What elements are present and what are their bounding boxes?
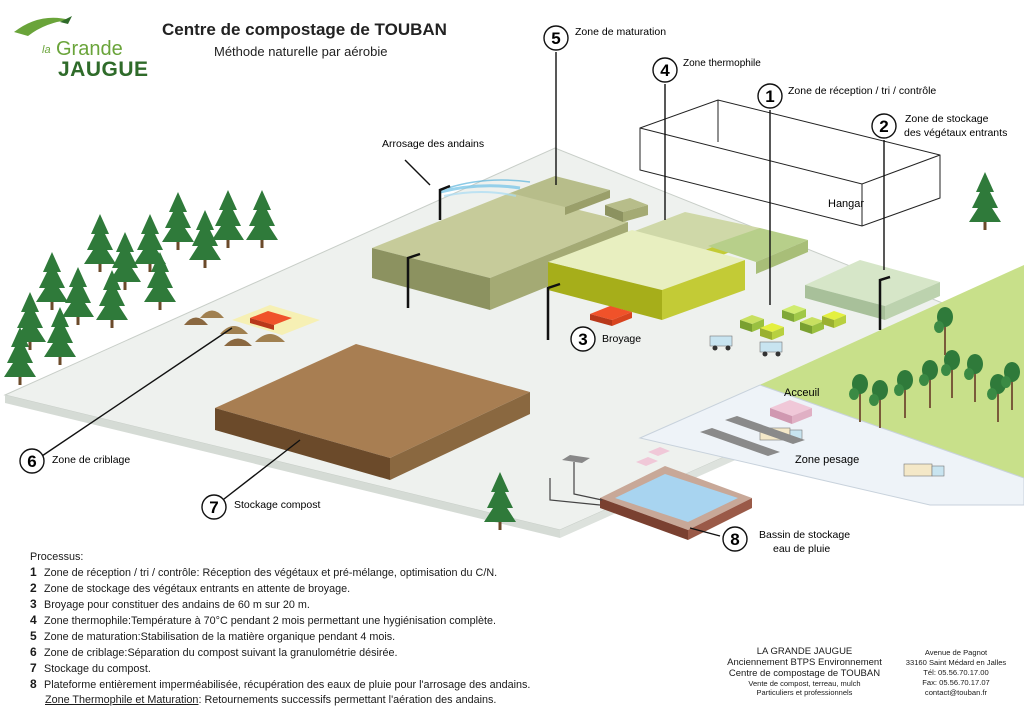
svg-text:6: 6 <box>27 452 36 471</box>
zone-label-2a: Zone de stockage <box>905 113 989 125</box>
zone-label-1: Zone de réception / tri / contrôle <box>788 85 936 97</box>
contact-info: Avenue de Pagnot 33160 Saint Médard en J… <box>896 648 1016 698</box>
zone-marker-1: 1 <box>757 83 783 109</box>
zone-marker-2: 2 <box>871 113 897 139</box>
posts <box>406 184 891 340</box>
email-link[interactable]: contact@touban.fr <box>924 688 988 697</box>
company-former: Anciennement BTPS Environnement <box>727 657 882 668</box>
logo-grande: Grande <box>56 38 123 60</box>
reception-building <box>770 400 812 424</box>
screening-area <box>184 305 320 346</box>
zone-label-7: Stockage compost <box>234 499 320 511</box>
phone: Tél: 05.56.70.17.00 <box>923 668 989 677</box>
svg-text:7: 7 <box>209 498 218 517</box>
company-name: LA GRANDE JAUGUE <box>756 646 853 657</box>
watering-label: Arrosage des andains <box>382 138 484 150</box>
zone-marker-6: 6 <box>19 448 45 474</box>
compost-storage <box>215 344 530 480</box>
hangar <box>639 99 941 227</box>
weighbridges <box>700 416 805 456</box>
callout-lines <box>35 52 885 537</box>
fax: Fax: 05.56.70.17.07 <box>922 678 990 687</box>
logo-la: la <box>42 44 51 56</box>
company-info: LA GRANDE JAUGUE Anciennement BTPS Envir… <box>712 646 897 697</box>
zone-label-8a: Bassin de stockage <box>759 529 850 541</box>
weighing-label: Zone pesage <box>795 454 859 466</box>
sprinkler-spray <box>439 179 531 197</box>
zone-marker-8: 8 <box>722 526 748 552</box>
company-centre: Centre de compostage de TOUBAN <box>728 668 881 679</box>
svg-text:1: 1 <box>765 87 774 106</box>
leaf-icon <box>14 16 72 36</box>
zone-marker-7: 7 <box>201 494 227 520</box>
reception-blocks <box>740 305 846 340</box>
pipes <box>549 462 603 506</box>
zone-marker-5: 5 <box>543 25 569 51</box>
thermophile-pile <box>548 212 808 320</box>
svg-text:5: 5 <box>551 29 560 48</box>
process-note: Zone Thermophile et Maturation: Retourne… <box>45 694 497 706</box>
page-title: Centre de compostage de TOUBAN <box>162 20 447 39</box>
reception-building-label: Acceuil <box>784 387 819 399</box>
zone-label-4: Zone thermophile <box>683 58 761 69</box>
platform-edge <box>5 395 560 538</box>
zone-label-5: Zone de maturation <box>575 26 666 38</box>
zone-label-2b: des végétaux entrants <box>904 127 1007 139</box>
logo-jaugue: JAUGUE <box>58 58 149 81</box>
page-subtitle: Méthode naturelle par aérobie <box>214 44 388 59</box>
company-line-2: Particuliers et professionnels <box>756 688 853 697</box>
zone-marker-4: 4 <box>652 57 678 83</box>
hangar-label: Hangar <box>828 198 864 210</box>
address-2: 33160 Saint Médard en Jalles <box>905 658 1007 667</box>
logo: la Grande JAUGUE <box>10 10 152 81</box>
rainwater-basin <box>562 447 752 540</box>
svg-text:4: 4 <box>660 61 670 80</box>
zone-label-3: Broyage <box>602 333 641 345</box>
shredder <box>590 306 632 326</box>
svg-text:3: 3 <box>578 330 587 349</box>
process-heading: Processus: <box>30 551 84 563</box>
incoming-storage <box>805 260 940 320</box>
company-line-1: Vente de compost, terreau, mulch <box>748 679 861 688</box>
zone-label-6: Zone de criblage <box>52 454 130 466</box>
zone-label-8b: eau de pluie <box>773 543 830 555</box>
svg-text:2: 2 <box>879 117 888 136</box>
address-1: Avenue de Pagnot <box>924 648 988 657</box>
svg-text:8: 8 <box>730 530 739 549</box>
zone-marker-3: 3 <box>570 326 596 352</box>
